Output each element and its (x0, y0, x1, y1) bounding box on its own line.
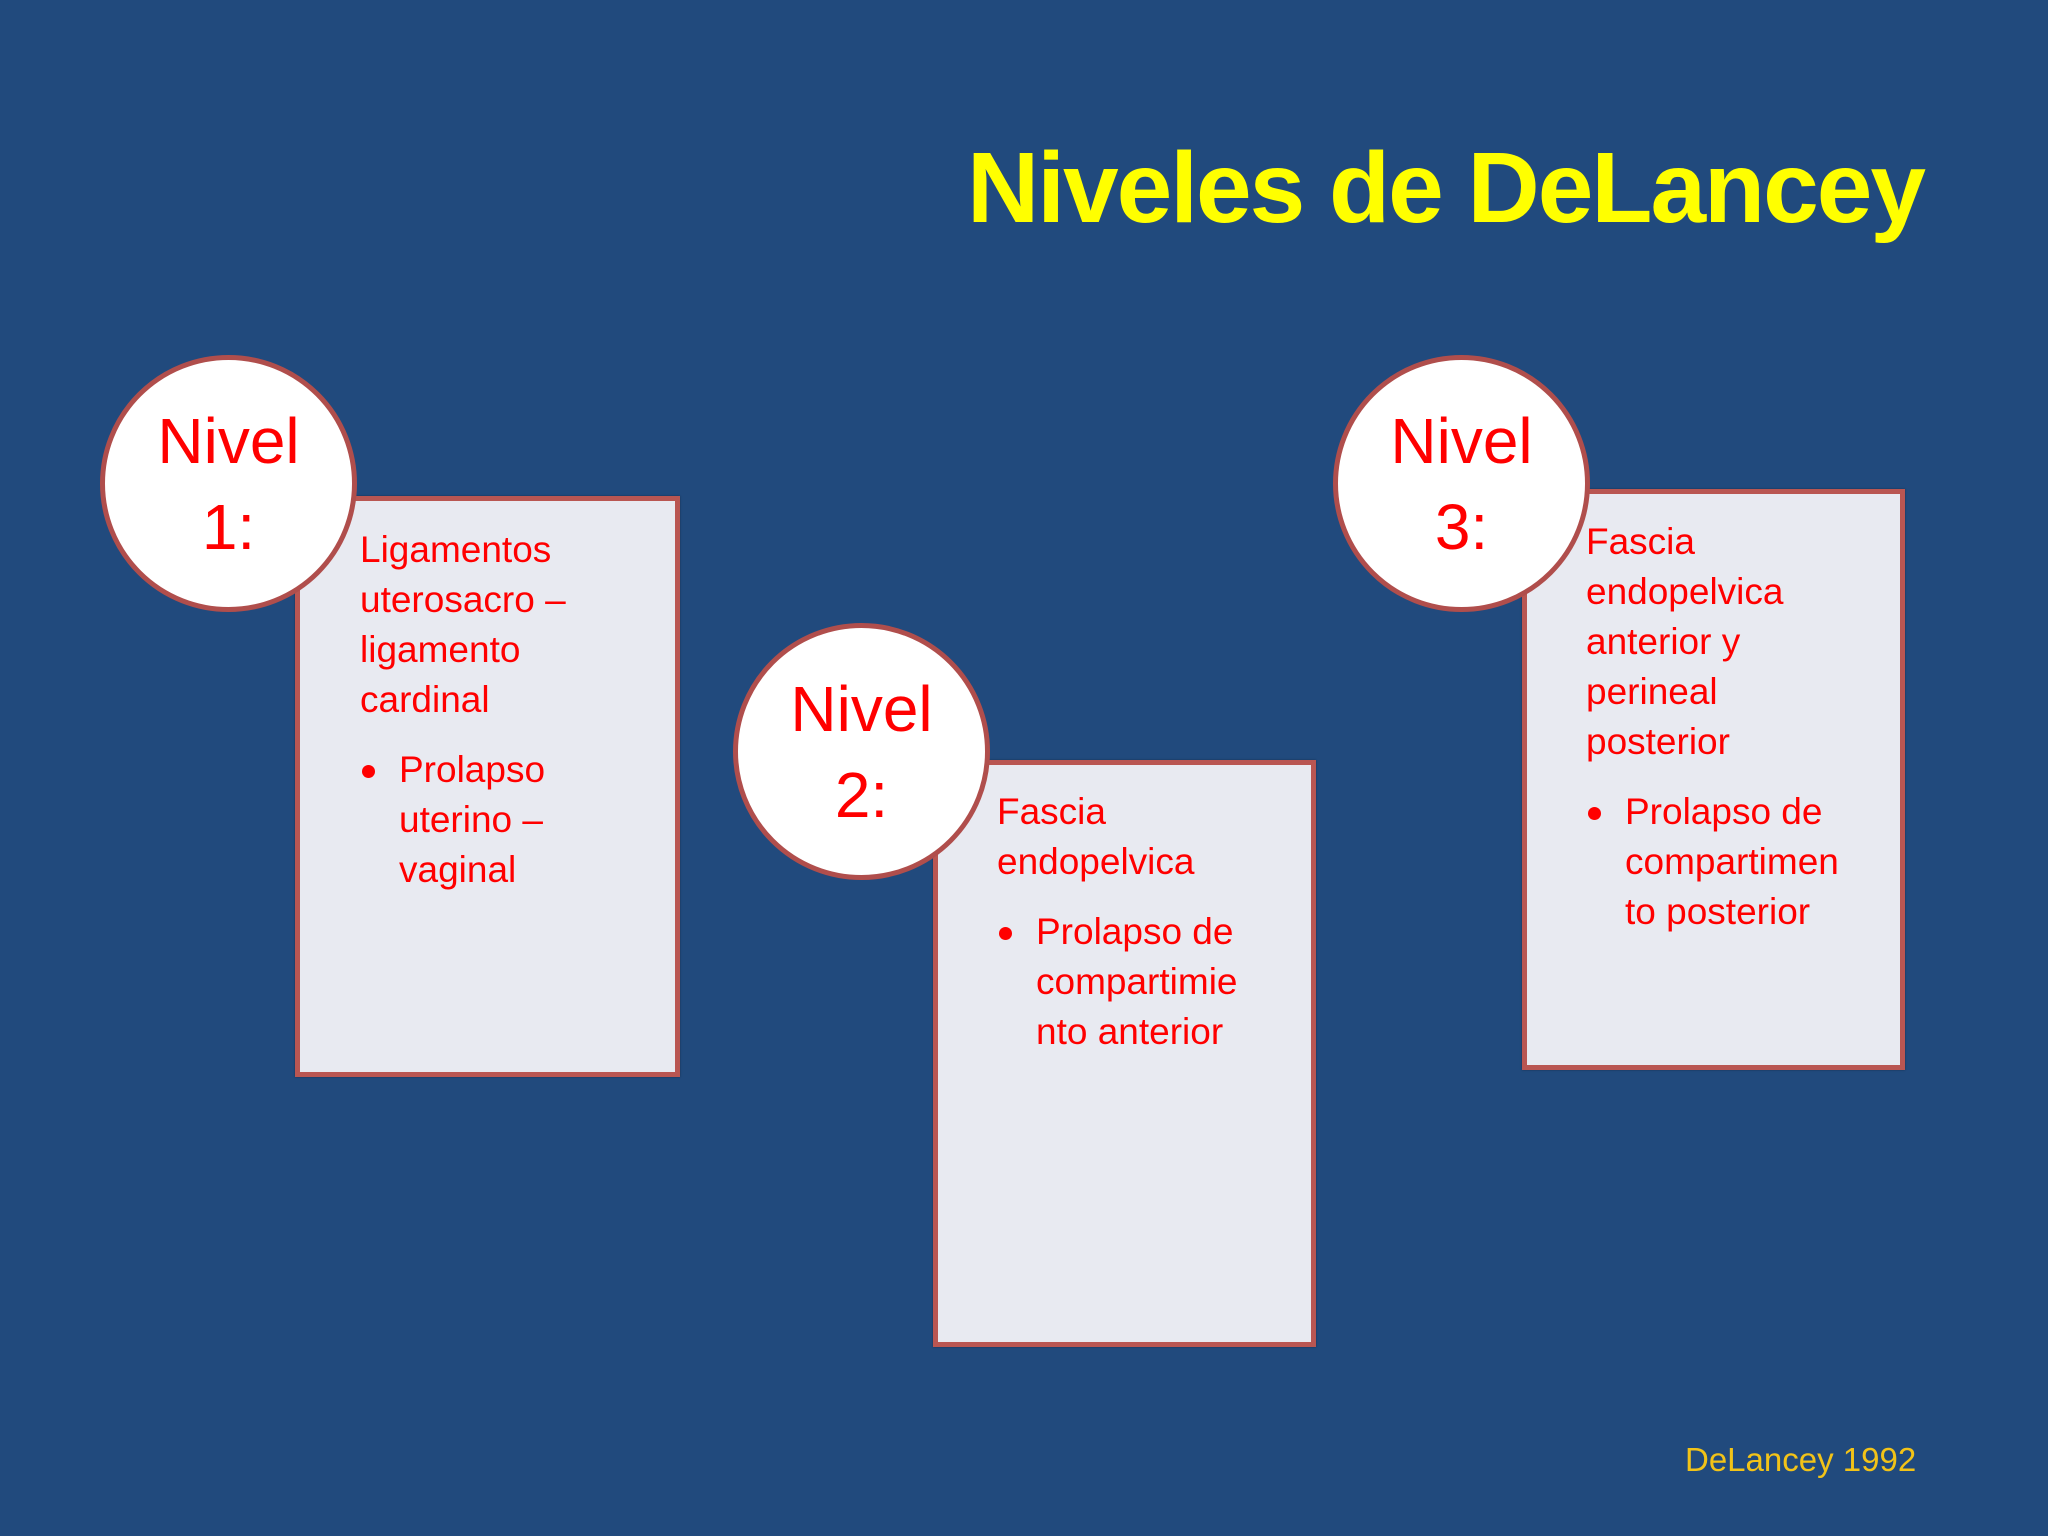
bullet-line: Prolapso (399, 749, 546, 790)
description-line: Fascia (997, 791, 1106, 832)
level-1-badge: Nivel 1: (100, 355, 357, 612)
level-1-card (295, 496, 680, 1077)
level-3-badge-number: 3: (1434, 490, 1489, 563)
description-line: perineal (1586, 671, 1718, 712)
level-1-description: Ligamentos uterosacro – ligamento cardin… (360, 525, 566, 725)
bullet-line: vaginal (399, 849, 517, 890)
level-2-badge-label: Nivel (790, 672, 933, 745)
bullet-line: uterino – (399, 799, 543, 840)
bullet-line: compartimie (1036, 961, 1238, 1002)
description-line: endopelvica (997, 841, 1195, 882)
level-3-bullet: Prolapso de compartimen to posterior (1586, 787, 1839, 937)
description-line: ligamento (360, 629, 521, 670)
level-1-bullet: Prolapso uterino – vaginal (360, 745, 566, 895)
bullet-icon (1588, 807, 1601, 820)
citation: DeLancey 1992 (1685, 1441, 1917, 1478)
description-line: cardinal (360, 679, 490, 720)
description-line: Fascia (1586, 521, 1695, 562)
description-line: Ligamentos (360, 529, 552, 570)
level-2-description: Fascia endopelvica (997, 787, 1238, 887)
description-line: endopelvica (1586, 571, 1784, 612)
description-line: anterior y (1586, 621, 1741, 662)
bullet-line: Prolapso de (1036, 911, 1234, 952)
bullet-line: Prolapso de (1625, 791, 1823, 832)
bullet-line: nto anterior (1036, 1011, 1224, 1052)
level-3-badge-label: Nivel (1390, 404, 1533, 477)
bullet-icon (362, 765, 375, 778)
bullet-line: compartimen (1625, 841, 1839, 882)
level-3-badge: Nivel 3: (1333, 355, 1590, 612)
level-2-badge-number: 2: (834, 758, 889, 831)
level-2-bullet: Prolapso de compartimie nto anterior (997, 907, 1238, 1057)
level-1-badge-number: 1: (201, 490, 256, 563)
bullet-line: to posterior (1625, 891, 1811, 932)
bullet-icon (999, 927, 1012, 940)
level-3-description: Fascia endopelvica anterior y perineal p… (1586, 517, 1839, 767)
level-2-card (933, 760, 1316, 1347)
level-3-card (1522, 489, 1905, 1070)
level-1-badge-label: Nivel (157, 404, 300, 477)
level-2-content: Fascia endopelvica Prolapso de compartim… (997, 787, 1238, 1057)
description-line: posterior (1586, 721, 1730, 762)
level-2-badge: Nivel 2: (733, 623, 990, 880)
description-line: uterosacro – (360, 579, 566, 620)
level-3-content: Fascia endopelvica anterior y perineal p… (1586, 517, 1839, 937)
level-1-content: Ligamentos uterosacro – ligamento cardin… (360, 525, 566, 895)
slide-title: Niveles de DeLancey (967, 132, 1926, 244)
